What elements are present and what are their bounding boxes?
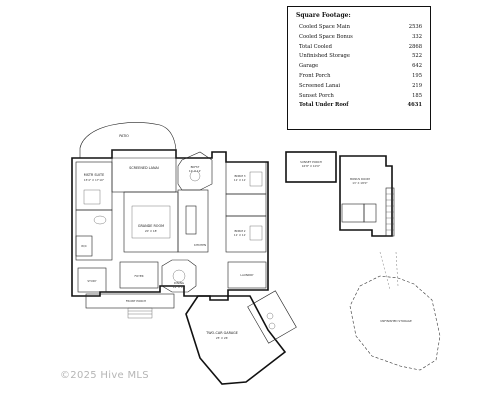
sqft-label: Garage	[299, 63, 319, 70]
sqft-row: Sunset Porch 185	[294, 92, 424, 102]
dining-label: DINING	[174, 281, 184, 285]
sqft-row: Front Porch 195	[294, 72, 424, 82]
dining-room	[161, 259, 197, 293]
bedroom-2-bed	[249, 225, 263, 241]
bonus-room-dim: 13' X 18'0"	[352, 181, 368, 185]
bonus-bath	[341, 203, 365, 223]
sqft-total-value: 4631	[407, 102, 422, 109]
sqft-value: 522	[412, 53, 422, 60]
bedroom-2-dim: 11' X 11'	[234, 233, 247, 237]
bedroom-2	[225, 215, 267, 253]
sunset-porch-label: SUNSET PORCH	[300, 160, 322, 164]
hall-bath	[225, 193, 267, 217]
watermark: ©2025 Hive MLS	[60, 370, 149, 381]
garage	[185, 295, 287, 385]
porch-steps	[127, 307, 153, 319]
bonus-closet	[363, 203, 377, 223]
master-bed	[83, 189, 101, 205]
wic-room	[75, 235, 93, 257]
kitchen-island	[185, 205, 197, 235]
bedroom-3-label: BDRM 3	[234, 174, 245, 178]
great-room-label: GRANDE ROOM	[138, 224, 164, 228]
sqft-total-label: Total Under Roof	[299, 102, 349, 109]
sunset-porch	[285, 151, 337, 183]
sqft-value: 185	[412, 92, 422, 99]
sqft-row: Total Cooled 2868	[294, 43, 424, 53]
foyer-label: FOYER	[134, 274, 143, 278]
bedroom-3-bed	[249, 171, 263, 187]
sqft-label: Cooled Space Bonus	[299, 33, 353, 40]
square-footage-title: Square Footage:	[296, 12, 351, 19]
sqft-row: Cooled Space Main 2536	[294, 23, 424, 33]
sqft-row: Garage 642	[294, 62, 424, 72]
wic-label: W/C	[81, 244, 87, 248]
great-room-rug	[131, 205, 171, 239]
kitchen-label: KITCHEN	[194, 243, 206, 247]
sqft-row: Cooled Space Bonus 332	[294, 33, 424, 43]
master-suite-dim: 15'4" X 17'10"	[84, 178, 105, 182]
sqft-value: 332	[412, 33, 422, 40]
master-suite-label: MSTR SUITE	[84, 173, 104, 177]
sqft-row: Screened Lanai 219	[294, 82, 424, 92]
dining-table	[172, 269, 186, 283]
bonus-room-label: BONUS ROOM	[350, 177, 370, 181]
sqft-label: Screened Lanai	[299, 82, 341, 89]
sqft-value: 219	[412, 82, 422, 89]
garage-dim: 25' X 26'	[216, 336, 229, 340]
master-suite	[75, 161, 113, 211]
bath-tub	[93, 215, 107, 225]
breakfast-dim: 12' X 12'	[189, 169, 202, 173]
sqft-value: 2536	[408, 24, 422, 30]
garage-storage	[247, 290, 297, 344]
foyer	[119, 261, 159, 289]
garage-label: TWO-CAR GARAGE	[205, 331, 238, 335]
square-footage-table: Square Footage: Cooled Space Main 2536 Co…	[287, 6, 431, 130]
sqft-label: Unfinished Storage	[299, 53, 350, 60]
breakfast-label: BKFST	[191, 165, 200, 169]
sqft-value: 642	[412, 63, 422, 70]
sqft-label: Cooled Space Main	[299, 24, 350, 30]
bedroom-3-dim: 11' X 11'	[234, 178, 247, 182]
patio-label: PATIO	[119, 134, 129, 138]
sqft-value: 2868	[408, 43, 422, 50]
laundry	[227, 261, 267, 289]
sqft-label: Front Porch	[299, 72, 331, 79]
unfinished-storage	[349, 275, 441, 371]
front-porch-label: FRONT PORCH	[126, 299, 146, 303]
dining-dim: 12' X 14'	[173, 285, 186, 289]
study	[77, 267, 107, 293]
bedroom-2-label: BDRM 2	[234, 229, 245, 233]
study-label: STUDY	[87, 279, 97, 283]
sqft-label: Sunset Porch	[299, 92, 334, 99]
breakfast-table	[189, 170, 201, 182]
sunset-porch-dim: 16'8" X 10'0"	[302, 164, 321, 168]
patio-outline	[79, 122, 177, 159]
garage-fixture-2	[268, 322, 276, 330]
great-room-dim: 20' X 18'	[145, 229, 158, 233]
breakfast-nook	[177, 151, 213, 191]
sqft-value: 195	[412, 72, 422, 79]
bonus-room-walls	[339, 155, 393, 237]
laundry-label: LAUNDRY	[240, 273, 254, 277]
screened-lanai	[111, 149, 177, 193]
sqft-label: Total Cooled	[299, 43, 332, 50]
screened-lanai-label: SCREENED LANAI	[129, 166, 159, 170]
garage-fixture-1	[266, 312, 274, 320]
sqft-row: Unfinished Storage 522	[294, 52, 424, 62]
master-bath	[75, 209, 113, 261]
sqft-total-row: Total Under Roof 4631	[294, 101, 424, 111]
unfinished-storage-label: UNFINISHED STORAGE	[380, 319, 412, 323]
